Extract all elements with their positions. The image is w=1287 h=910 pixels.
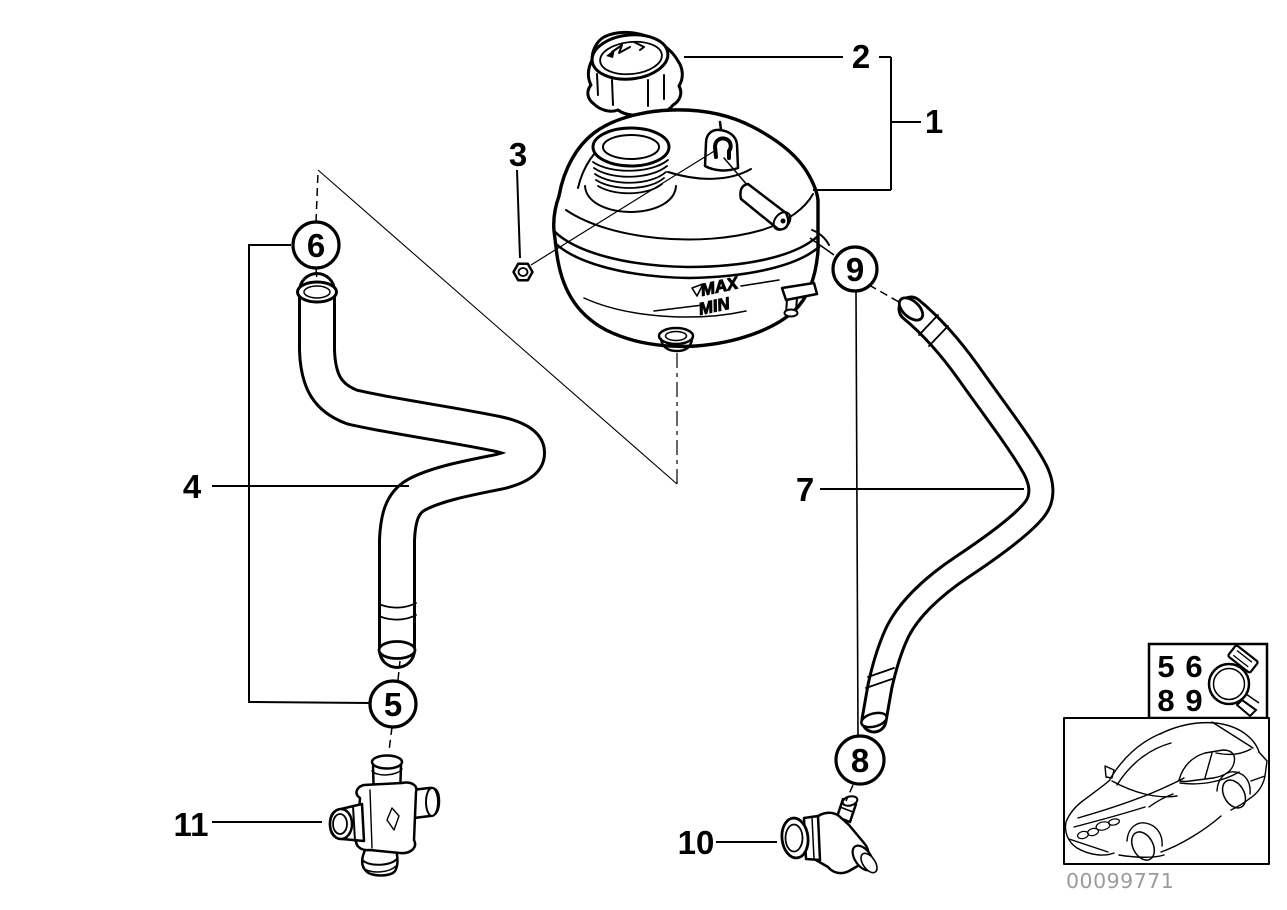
callouts: 1 2 3 4 7 10 11 6 5 9 <box>174 38 944 861</box>
hose-left-end-cap <box>377 640 417 660</box>
callout-2[interactable]: 2 <box>852 38 870 75</box>
hose-right-top-sleeve <box>918 314 949 347</box>
leader-6-diagonal <box>317 169 678 485</box>
car-mirror <box>1104 765 1115 779</box>
callout-6-circle[interactable] <box>291 220 341 270</box>
legend-6[interactable]: 6 <box>1185 649 1202 684</box>
overflow-nipple <box>811 229 830 246</box>
callout-9[interactable]: 9 <box>831 245 879 293</box>
tank-seam <box>552 229 821 280</box>
leader-9-8-vertical <box>855 291 859 737</box>
car-rear-wheel <box>1221 779 1247 809</box>
callout-10[interactable]: 10 <box>678 824 715 861</box>
callout-4[interactable]: 4 <box>183 468 202 505</box>
bracket-1 <box>813 57 921 191</box>
leader-lines <box>212 56 1024 843</box>
level-lines <box>653 279 780 312</box>
callout-6-label[interactable]: 6 <box>307 227 325 264</box>
hose-clamp-icon <box>1207 644 1260 718</box>
callout-1[interactable]: 1 <box>925 103 943 140</box>
car-side-glass <box>1178 749 1236 783</box>
callout-10-label[interactable]: 10 <box>678 824 715 861</box>
cap-ribs <box>596 73 665 107</box>
t-connector <box>780 795 878 875</box>
callout-5-label[interactable]: 5 <box>384 686 402 723</box>
leader-3-diagonal <box>530 149 717 266</box>
mount-foot <box>780 281 819 302</box>
hose-right-end-cap <box>860 711 888 729</box>
car-roof <box>1159 721 1260 753</box>
expansion-tank: MAX MIN <box>552 108 830 353</box>
tab-slot <box>713 136 733 160</box>
callout-3[interactable]: 3 <box>509 136 527 173</box>
callout-9-label[interactable]: 9 <box>846 251 864 288</box>
bottom-port <box>657 326 695 346</box>
callout-5-circle[interactable] <box>368 679 418 729</box>
callout-1-label[interactable]: 1 <box>925 103 943 140</box>
hose-right-top-cap <box>897 296 925 322</box>
car-thumbnail <box>1063 717 1270 865</box>
car-hood-lines <box>1073 777 1185 828</box>
hex-nut <box>512 262 534 282</box>
level-arrow <box>691 283 704 297</box>
legend-box: 5 6 8 9 <box>1147 642 1269 720</box>
mounting-tab <box>703 128 740 172</box>
neck-threads <box>592 159 669 195</box>
callout-11-label[interactable]: 11 <box>174 806 209 843</box>
leader-6-dashes <box>315 171 319 282</box>
car-rear-glass <box>1211 721 1254 756</box>
hose-right-bottom-sleeve <box>865 667 895 689</box>
callout-9-circle[interactable] <box>831 245 879 293</box>
car-trunk <box>1248 751 1268 800</box>
legend-8[interactable]: 8 <box>1157 683 1174 718</box>
car-box-frame <box>1063 717 1270 865</box>
legend-5[interactable]: 5 <box>1157 649 1174 684</box>
neck-base <box>584 185 677 213</box>
cross-connector <box>328 754 441 877</box>
callout-4-label[interactable]: 4 <box>183 468 202 505</box>
car-front-wheel <box>1130 831 1156 861</box>
car-rocker <box>1118 798 1250 858</box>
callout-8-circle[interactable] <box>834 734 886 786</box>
hose-left-opening <box>296 280 338 304</box>
callout-11[interactable]: 11 <box>174 806 209 843</box>
leader-9 <box>809 237 835 256</box>
filler-cap <box>586 30 684 117</box>
callout-3-label[interactable]: 3 <box>509 136 527 173</box>
tank-lower-crease <box>583 297 747 318</box>
leader-8-dash <box>845 784 854 802</box>
leader-9-dash <box>868 284 900 303</box>
leader-3 <box>516 169 521 259</box>
hose-left <box>296 272 546 669</box>
legend-9[interactable]: 9 <box>1185 683 1202 718</box>
callout-6[interactable]: 6 <box>291 220 341 270</box>
callout-2-label[interactable]: 2 <box>852 38 870 75</box>
cross-body <box>355 781 418 855</box>
hose-left-sleeve <box>378 602 417 621</box>
cap-top <box>590 33 670 81</box>
car-windshield <box>1109 732 1172 786</box>
callout-7[interactable]: 7 <box>796 471 814 508</box>
leader-5-dashes <box>388 660 401 752</box>
neck-rim <box>591 126 671 168</box>
car-beltline <box>1111 771 1240 798</box>
bracket-4-5-6 <box>248 244 370 704</box>
car-front-face <box>1064 799 1115 856</box>
callout-8-label[interactable]: 8 <box>851 742 869 779</box>
callout-8[interactable]: 8 <box>834 734 886 786</box>
hose-right <box>860 295 1055 734</box>
callout-5[interactable]: 5 <box>368 679 418 729</box>
cap-arrow-marks <box>611 41 645 54</box>
level-sensor <box>723 157 749 187</box>
callout-7-label[interactable]: 7 <box>796 471 814 508</box>
part-number: 00099771 <box>1066 869 1174 893</box>
